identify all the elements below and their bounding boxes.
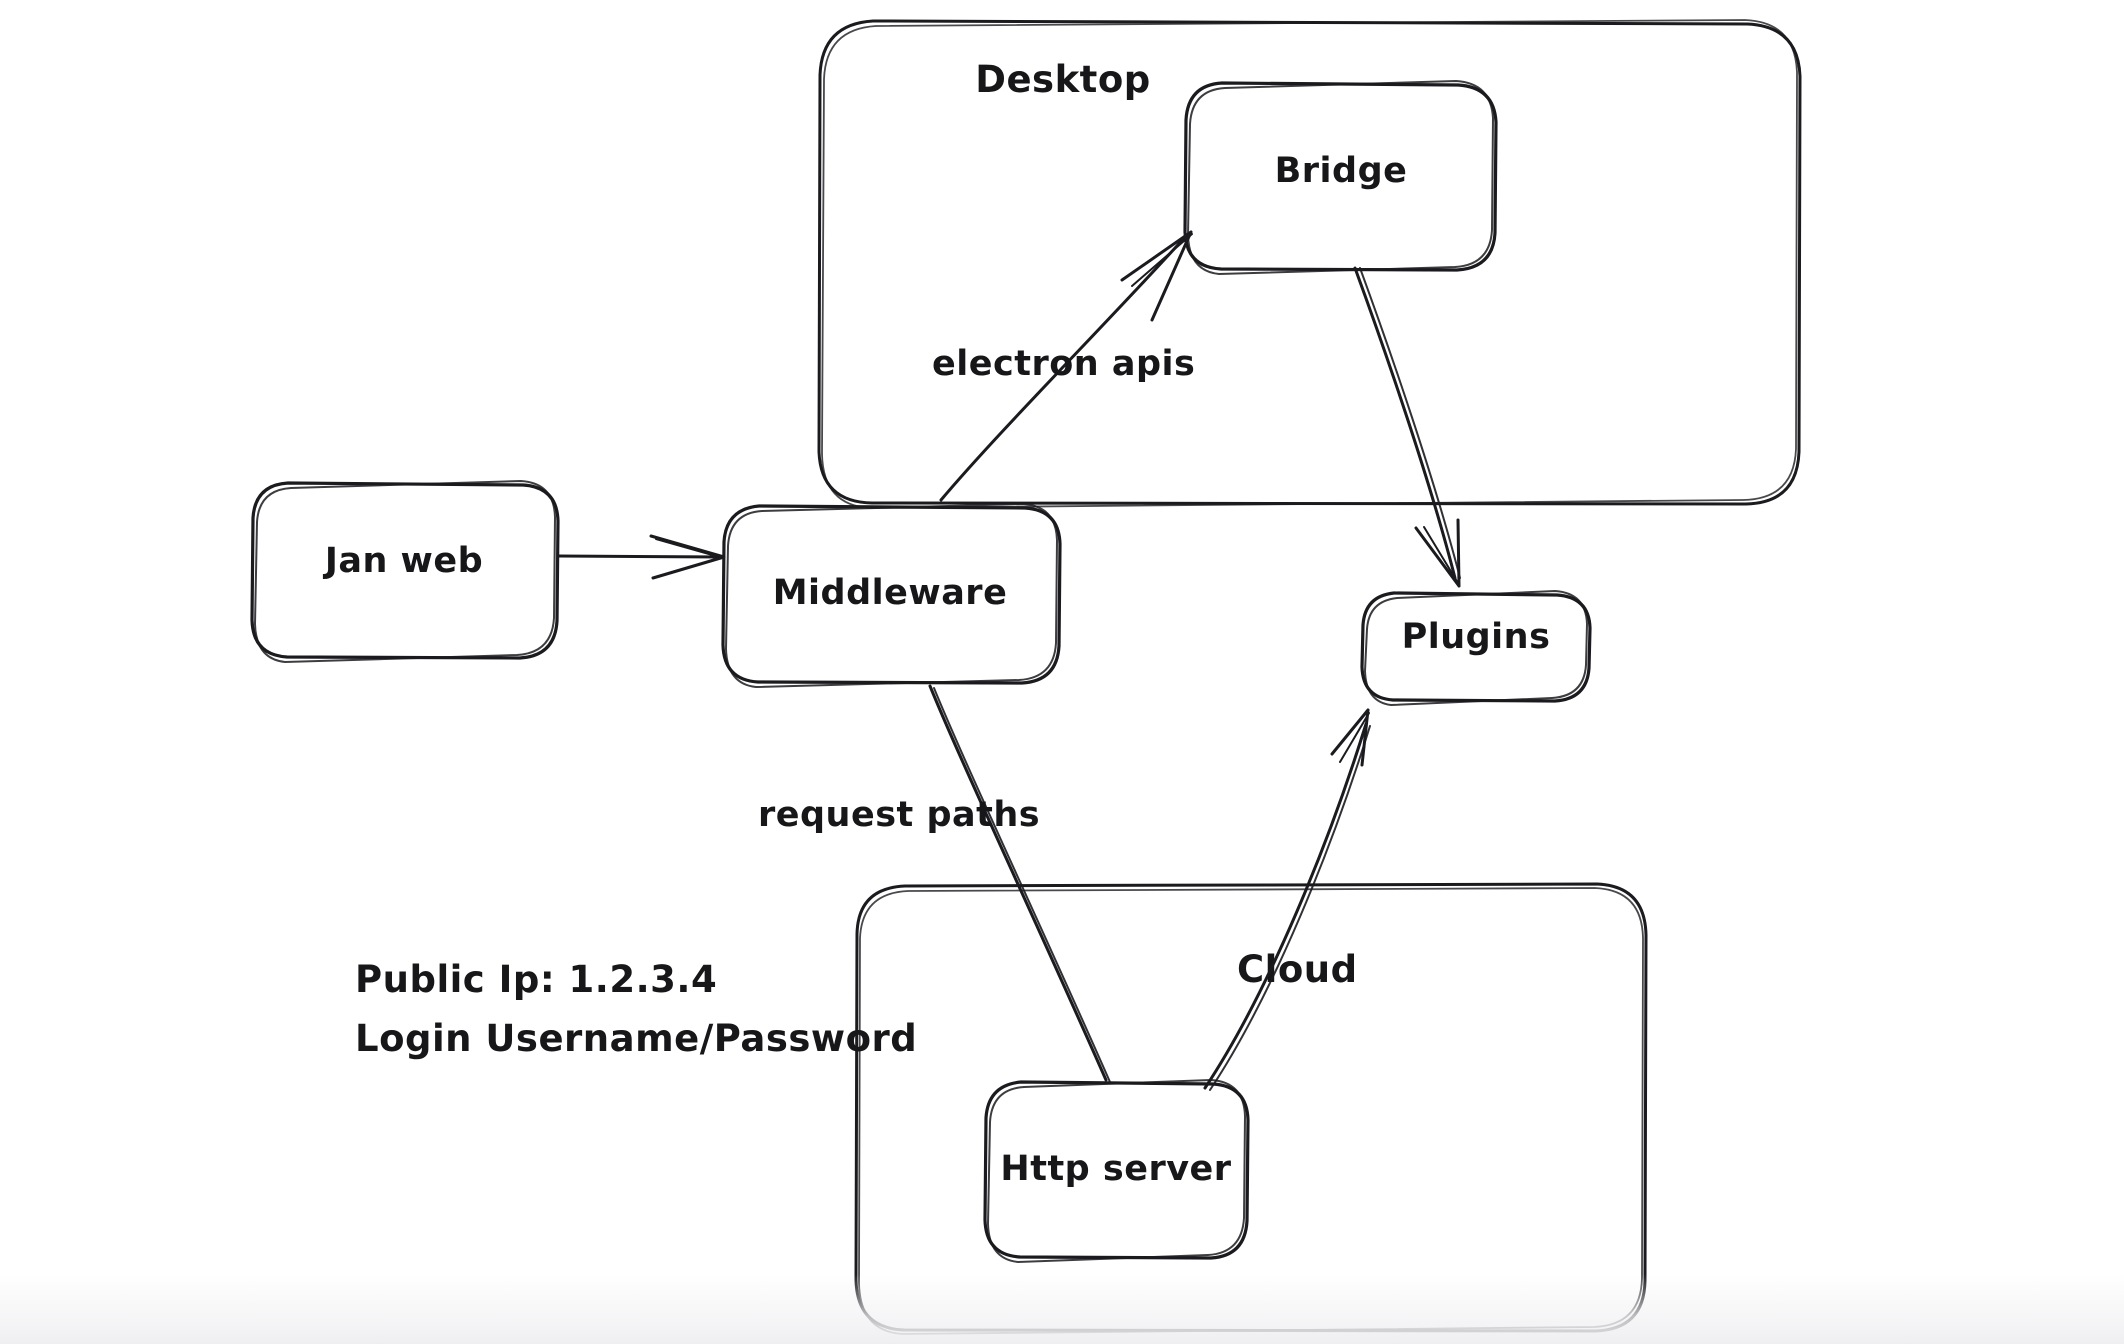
edge-label-electron-apis: electron apis (932, 344, 1195, 384)
edge-http-server-to-plugins-line (1203, 722, 1368, 1090)
edge-label-request-paths: request paths (758, 795, 1040, 835)
node-middleware-label: Middleware (773, 573, 1008, 613)
edge-http-server-to-plugins-line-sketch (1209, 725, 1371, 1091)
edge-http-server-to-plugins-arrowhead (1330, 708, 1370, 767)
node-plugins-outline-sketch (1364, 590, 1588, 706)
edge-middleware-to-bridge-line (939, 234, 1188, 502)
node-plugins-label: Plugins (1402, 617, 1551, 657)
group-desktop-outline-sketch (821, 19, 1798, 509)
node-jan-web-outline-sketch (254, 480, 556, 663)
edge-middleware-to-http-server-line-sketch (933, 687, 1111, 1083)
node-bridge-label: Bridge (1275, 151, 1408, 191)
edge-jan-web-to-middleware-line (556, 554, 724, 559)
edge-middleware-to-http-server[interactable]: request paths (758, 684, 1111, 1083)
node-http-server-label: Http server (1000, 1149, 1231, 1189)
group-desktop-outline (817, 19, 1802, 506)
note-public-ip: Public Ip: 1.2.3.4 (355, 958, 717, 1001)
edge-middleware-to-bridge-arrowhead-sketch (1131, 233, 1193, 287)
node-http-server-outline-sketch (987, 1079, 1246, 1263)
node-bridge-outline-sketch (1187, 80, 1494, 275)
node-middleware-outline-sketch (725, 503, 1058, 688)
edge-bridge-to-plugins-line (1353, 266, 1457, 580)
node-middleware[interactable]: Middleware (721, 503, 1062, 688)
node-jan-web-label: Jan web (323, 541, 483, 581)
group-desktop[interactable]: Desktop (817, 19, 1802, 509)
edge-middleware-to-bridge-arrowhead (1120, 230, 1193, 322)
node-jan-web[interactable]: Jan web (250, 480, 560, 663)
node-plugins[interactable]: Plugins (1360, 590, 1592, 706)
edge-middleware-to-http-server-line (928, 684, 1108, 1082)
edge-bridge-to-plugins-arrowhead-sketch (1423, 526, 1459, 584)
group-cloud[interactable]: Cloud (854, 882, 1648, 1335)
edge-http-server-to-plugins[interactable] (1203, 708, 1371, 1091)
edge-bridge-to-plugins-line-sketch (1359, 267, 1461, 579)
node-middleware-outline (721, 504, 1062, 685)
edge-jan-web-to-middleware-arrowhead (649, 534, 726, 580)
edge-jan-web-to-middleware[interactable] (556, 534, 726, 580)
node-http-server[interactable]: Http server (983, 1079, 1250, 1263)
edge-middleware-to-bridge[interactable]: electron apis (932, 230, 1195, 502)
node-jan-web-outline (250, 481, 560, 660)
edge-jan-web-to-middleware-arrowhead-sketch (655, 538, 724, 559)
notes-block[interactable]: Public Ip: 1.2.3.4 Login Username/Passwo… (355, 958, 917, 1060)
node-bridge[interactable]: Bridge (1183, 80, 1498, 275)
edge-http-server-to-plugins-arrowhead-sketch (1339, 712, 1370, 763)
edge-bridge-to-plugins[interactable] (1353, 266, 1461, 588)
note-login: Login Username/Password (355, 1017, 917, 1060)
edge-bridge-to-plugins-arrowhead (1414, 518, 1461, 588)
group-desktop-label: Desktop (975, 58, 1151, 101)
group-cloud-label: Cloud (1237, 948, 1358, 991)
